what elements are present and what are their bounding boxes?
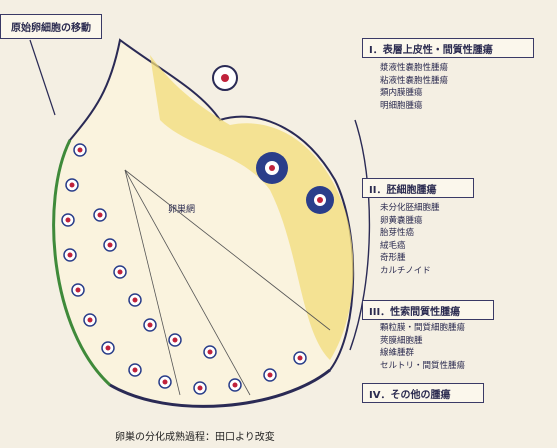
oocyte	[66, 218, 71, 223]
section-1-title: I．表層上皮性・間質性腫瘍	[363, 39, 533, 58]
oocyte	[76, 288, 81, 293]
section-3-list: 顆粒膜・間質細胞腫瘍 莢膜細胞腫 線維腫群 セルトリ・間質性腫瘍	[380, 322, 465, 372]
section-2-list: 未分化胚細胞腫 卵黄嚢腫瘍 胎芽性癌 絨毛癌 奇形腫 カルチノイド	[380, 202, 440, 277]
oocyte	[298, 356, 303, 361]
list-item: 奇形腫	[380, 252, 440, 265]
section-3-title: III．性索間質性腫瘍	[363, 301, 493, 320]
section-1-box: I．表層上皮性・間質性腫瘍	[362, 38, 534, 58]
oocyte	[148, 323, 153, 328]
list-item: 胎芽性癌	[380, 227, 440, 240]
oocyte	[133, 298, 138, 303]
list-item: 線維腫群	[380, 347, 465, 360]
oocyte	[68, 253, 73, 258]
oocyte	[106, 346, 111, 351]
section-2-title: II．胚細胞腫瘍	[363, 179, 473, 198]
oocyte	[118, 270, 123, 275]
list-item: 未分化胚細胞腫	[380, 202, 440, 215]
oocyte	[208, 350, 213, 355]
figure-caption: 卵巣の分化成熟過程：田口より改変	[115, 428, 275, 443]
list-item: 漿液性嚢胞性腫瘍	[380, 62, 448, 75]
oocyte	[88, 318, 93, 323]
list-item: カルチノイド	[380, 265, 440, 278]
rete-ovarii-label: 卵巣網	[168, 202, 195, 215]
list-item: 顆粒膜・間質細胞腫瘍	[380, 322, 465, 335]
oocyte	[108, 243, 113, 248]
oocyte	[163, 380, 168, 385]
section-4-title: IV．その他の腫瘍	[363, 384, 483, 403]
oocyte	[133, 368, 138, 373]
list-item: 粘液性嚢胞性腫瘍	[380, 75, 448, 88]
oocyte	[233, 383, 238, 388]
oocyte	[98, 213, 103, 218]
oocyte	[268, 373, 273, 378]
oocyte	[70, 183, 75, 188]
list-item: 莢膜細胞腫	[380, 335, 465, 348]
follicle-emerging	[221, 74, 229, 82]
section-4-box: IV．その他の腫瘍	[362, 383, 484, 403]
migration-label-box: 原始卵細胞の移動	[0, 14, 102, 39]
migration-arrow	[30, 40, 55, 115]
section-2-box: II．胚細胞腫瘍	[362, 178, 474, 198]
section-1-list: 漿液性嚢胞性腫瘍 粘液性嚢胞性腫瘍 類内膜腫瘍 明細胞腫瘍	[380, 62, 448, 112]
section-3-box: III．性索間質性腫瘍	[362, 300, 494, 320]
list-item: 絨毛癌	[380, 240, 440, 253]
list-item: 卵黄嚢腫瘍	[380, 215, 440, 228]
migration-label: 原始卵細胞の移動	[5, 17, 97, 36]
list-item: 類内膜腫瘍	[380, 87, 448, 100]
oocyte	[78, 148, 83, 153]
list-item: セルトリ・間質性腫瘍	[380, 360, 465, 373]
oocyte	[198, 386, 203, 391]
oocyte	[173, 338, 178, 343]
list-item: 明細胞腫瘍	[380, 100, 448, 113]
